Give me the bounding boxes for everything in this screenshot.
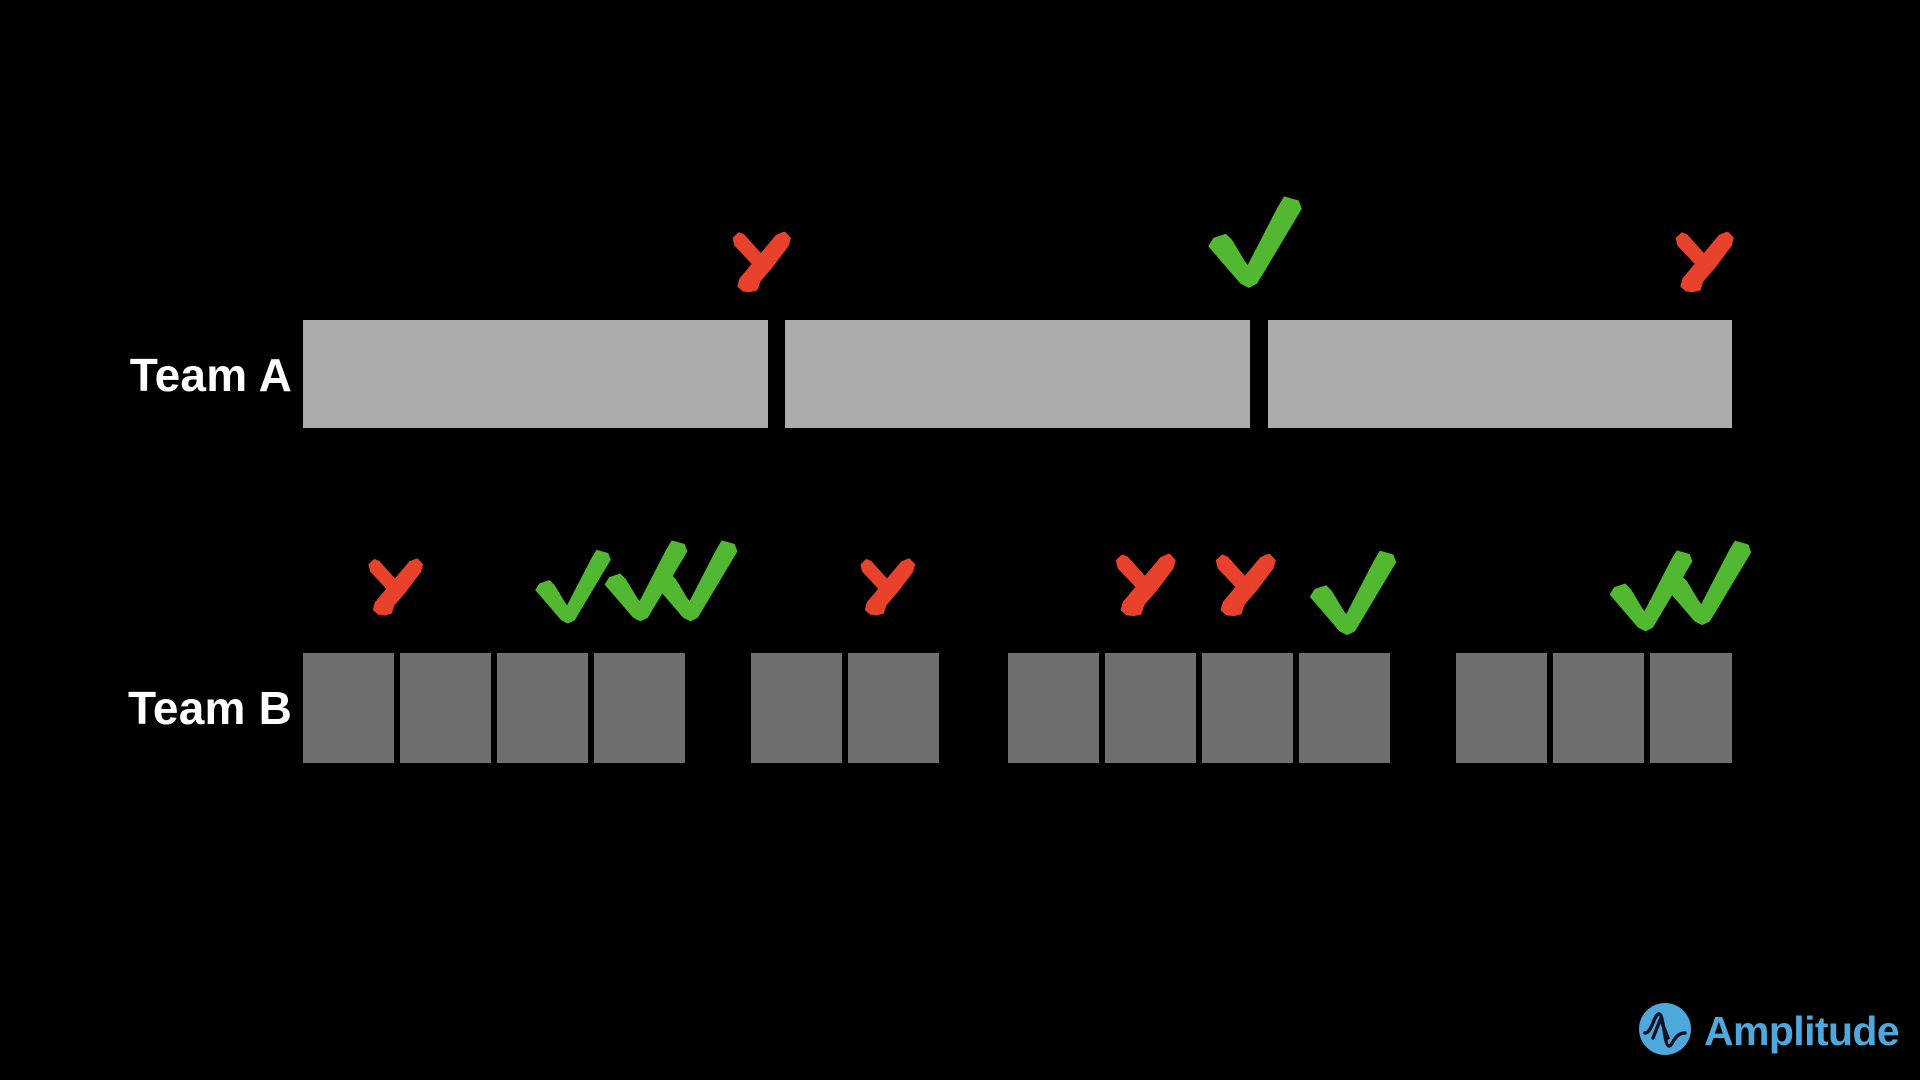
team-b-block-segment bbox=[303, 653, 394, 763]
team-a-bar-segment bbox=[1268, 320, 1732, 428]
check-icon bbox=[600, 533, 692, 622]
amplitude-logo-icon bbox=[1638, 1002, 1692, 1061]
team-b-block-segment bbox=[400, 653, 491, 763]
row-label-team-b: Team B bbox=[128, 682, 292, 734]
cross-icon bbox=[855, 553, 921, 619]
row-label-team-a: Team A bbox=[129, 349, 292, 401]
check-icon bbox=[1605, 543, 1697, 632]
check-icon bbox=[1660, 533, 1756, 626]
check-icon bbox=[1305, 543, 1401, 636]
team-b-block-segment bbox=[1202, 653, 1293, 763]
team-b-block-segment bbox=[848, 653, 939, 763]
team-b-block-segment bbox=[1105, 653, 1196, 763]
amplitude-logo: Amplitude bbox=[1638, 1002, 1900, 1061]
team-a-bar-segment bbox=[785, 320, 1250, 428]
team-b-block-segment bbox=[1553, 653, 1644, 763]
team-b-block-segment bbox=[1456, 653, 1547, 763]
team-b-block-segment bbox=[594, 653, 685, 763]
team-b-block-segment bbox=[751, 653, 842, 763]
cross-icon bbox=[363, 553, 429, 619]
team-b-block-segment bbox=[1008, 653, 1099, 763]
cross-icon bbox=[1210, 548, 1283, 621]
check-icon bbox=[650, 533, 742, 622]
cross-icon bbox=[1110, 548, 1183, 621]
cross-icon bbox=[727, 226, 797, 296]
team-a-bar-segment bbox=[303, 320, 768, 428]
check-icon bbox=[531, 543, 615, 624]
team-b-block-segment bbox=[497, 653, 588, 763]
amplitude-wordmark: Amplitude bbox=[1704, 1007, 1900, 1054]
team-b-block-segment bbox=[1650, 653, 1732, 763]
check-icon bbox=[1203, 188, 1307, 288]
team-b-block-segment bbox=[1299, 653, 1390, 763]
cross-icon bbox=[1670, 226, 1740, 296]
